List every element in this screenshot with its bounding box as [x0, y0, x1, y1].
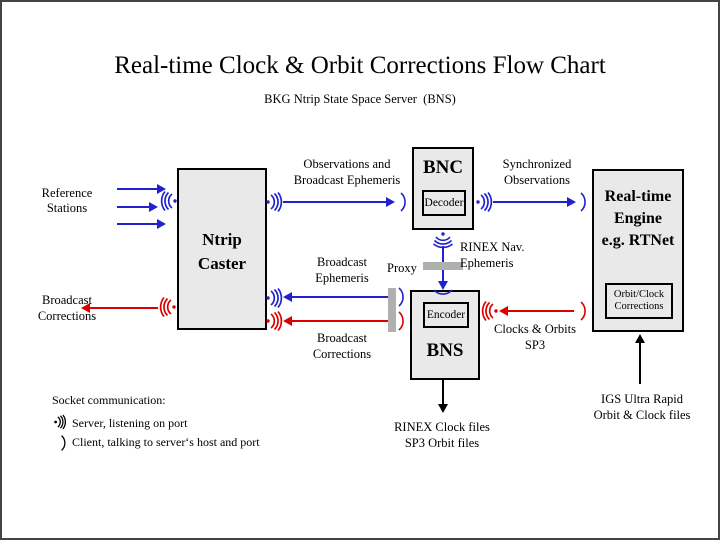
broadcast-corrections-left-line1: Broadcast	[42, 293, 92, 307]
bnc-decoder-inner[interactable]: Decoder	[422, 190, 466, 216]
arrow-ref-stations-1	[117, 188, 160, 190]
client-socket-icon	[579, 191, 589, 213]
server-socket-icon	[475, 191, 493, 213]
clocks-orbits-label-line2: SP3	[524, 338, 546, 352]
page-subtitle: BKG Ntrip State Space Server (BNS)	[264, 92, 456, 106]
rt-engine-line1: Real-time	[604, 188, 672, 205]
arrow-broadcast-corrections-left-head	[81, 303, 90, 313]
server-socket-icon	[265, 310, 283, 332]
page-title: Real-time Clock & Orbit Corrections Flow…	[114, 52, 606, 79]
arrow-clocks-orbits	[508, 310, 574, 312]
client-socket-icon	[397, 286, 407, 308]
arrow-igs-line	[639, 342, 641, 384]
broadcast-ephemeris-label-line1: Broadcast	[317, 255, 367, 269]
rt-engine-line3: e.g. RTNet	[601, 232, 675, 249]
legend-heading: Socket communication:	[52, 393, 166, 407]
legend-client-label: Client, talking to server‘s host and por…	[72, 435, 260, 449]
arrow-clocks-orbits-head	[499, 306, 508, 316]
broadcast-corrections-mid-label-line1: Broadcast	[317, 331, 367, 345]
proxy-bar-vertical	[388, 288, 396, 332]
arrow-ref-stations-3-head	[157, 219, 166, 229]
bns-encoder-label: Encoder	[426, 308, 466, 321]
igs-label-line2: Orbit & Clock files	[593, 408, 691, 422]
rt-engine-line2: Engine	[613, 210, 662, 227]
server-socket-icon	[160, 190, 178, 212]
reference-stations-label-line1: Reference	[41, 186, 93, 200]
rinex-nav-label-line2: Ephemeris	[460, 256, 514, 270]
arrow-broadcast-ephemeris	[292, 296, 388, 298]
server-socket-icon	[159, 296, 177, 318]
server-socket-icon	[52, 414, 68, 430]
arrow-ref-stations-3	[117, 223, 160, 225]
broadcast-ephemeris-label-line2: Ephemeris	[315, 271, 369, 285]
orbit-clock-line2: Corrections	[614, 301, 664, 312]
observations-label-line2: Broadcast Ephemeris	[293, 173, 401, 187]
synchronized-label-line2: Observations	[504, 173, 570, 187]
observations-label-line1: Observations and	[303, 157, 391, 171]
client-socket-icon	[399, 191, 409, 213]
client-socket-icon	[59, 434, 69, 452]
arrow-observations-head	[386, 197, 395, 207]
reference-stations-label-line2: Stations	[46, 201, 88, 215]
orbit-clock-corrections-inner[interactable]: Orbit/Clock Corrections	[605, 283, 673, 319]
box-bns[interactable]: Encoder BNS	[410, 290, 480, 380]
arrow-broadcast-corrections-mid	[292, 320, 388, 322]
rinex-files-label-line1: RINEX Clock files	[394, 420, 490, 434]
arrow-broadcast-corrections-left	[90, 307, 158, 309]
proxy-label: Proxy	[387, 261, 417, 275]
arrow-rinex-files-line	[442, 380, 444, 408]
server-socket-icon	[265, 287, 283, 309]
arrow-rinex-nav-head	[438, 281, 448, 290]
proxy-bar-horizontal	[423, 262, 463, 270]
igs-label-line1: IGS Ultra Rapid	[601, 392, 683, 406]
broadcast-corrections-left-line2: Corrections	[37, 309, 97, 323]
client-socket-icon	[397, 310, 407, 332]
server-socket-icon	[481, 300, 499, 322]
arrow-synchronized-observations-head	[567, 197, 576, 207]
bns-encoder-inner[interactable]: Encoder	[423, 302, 469, 328]
broadcast-corrections-mid-label-line2: Corrections	[312, 347, 372, 361]
arrow-synchronized-observations	[493, 201, 569, 203]
client-socket-icon	[579, 300, 589, 322]
ntrip-caster-label-line2: Caster	[197, 254, 247, 273]
arrow-broadcast-ephemeris-head	[283, 292, 292, 302]
arrow-ref-stations-1-head	[157, 184, 166, 194]
ntrip-caster-label-line1: Ntrip	[202, 230, 242, 249]
bns-title: BNS	[426, 340, 464, 361]
arrow-rinex-files-head	[438, 404, 448, 413]
orbit-clock-line1: Orbit/Clock	[613, 289, 665, 301]
box-ntrip-caster[interactable]: Ntrip Caster	[177, 168, 267, 330]
client-socket-icon	[432, 288, 454, 298]
rinex-nav-label-line1: RINEX Nav.	[460, 240, 525, 254]
legend-server-label: Server, listening on port	[72, 416, 188, 430]
arrow-broadcast-corrections-mid-head	[283, 316, 292, 326]
box-realtime-engine[interactable]: Real-time Engine e.g. RTNet Orbit/Clock …	[592, 169, 684, 332]
synchronized-label-line1: Synchronized	[502, 157, 572, 171]
server-socket-icon	[265, 191, 283, 213]
clocks-orbits-label-line1: Clocks & Orbits	[494, 322, 576, 336]
bnc-title: BNC	[422, 157, 464, 178]
arrow-ref-stations-2-head	[149, 202, 158, 212]
rinex-files-label-line2: SP3 Orbit files	[404, 436, 480, 450]
arrow-igs-head	[635, 334, 645, 343]
arrow-observations	[283, 201, 388, 203]
server-socket-icon	[432, 231, 454, 249]
box-bnc[interactable]: BNC Decoder	[412, 147, 474, 230]
arrow-ref-stations-2	[117, 206, 152, 208]
bnc-decoder-label: Decoder	[424, 196, 464, 209]
